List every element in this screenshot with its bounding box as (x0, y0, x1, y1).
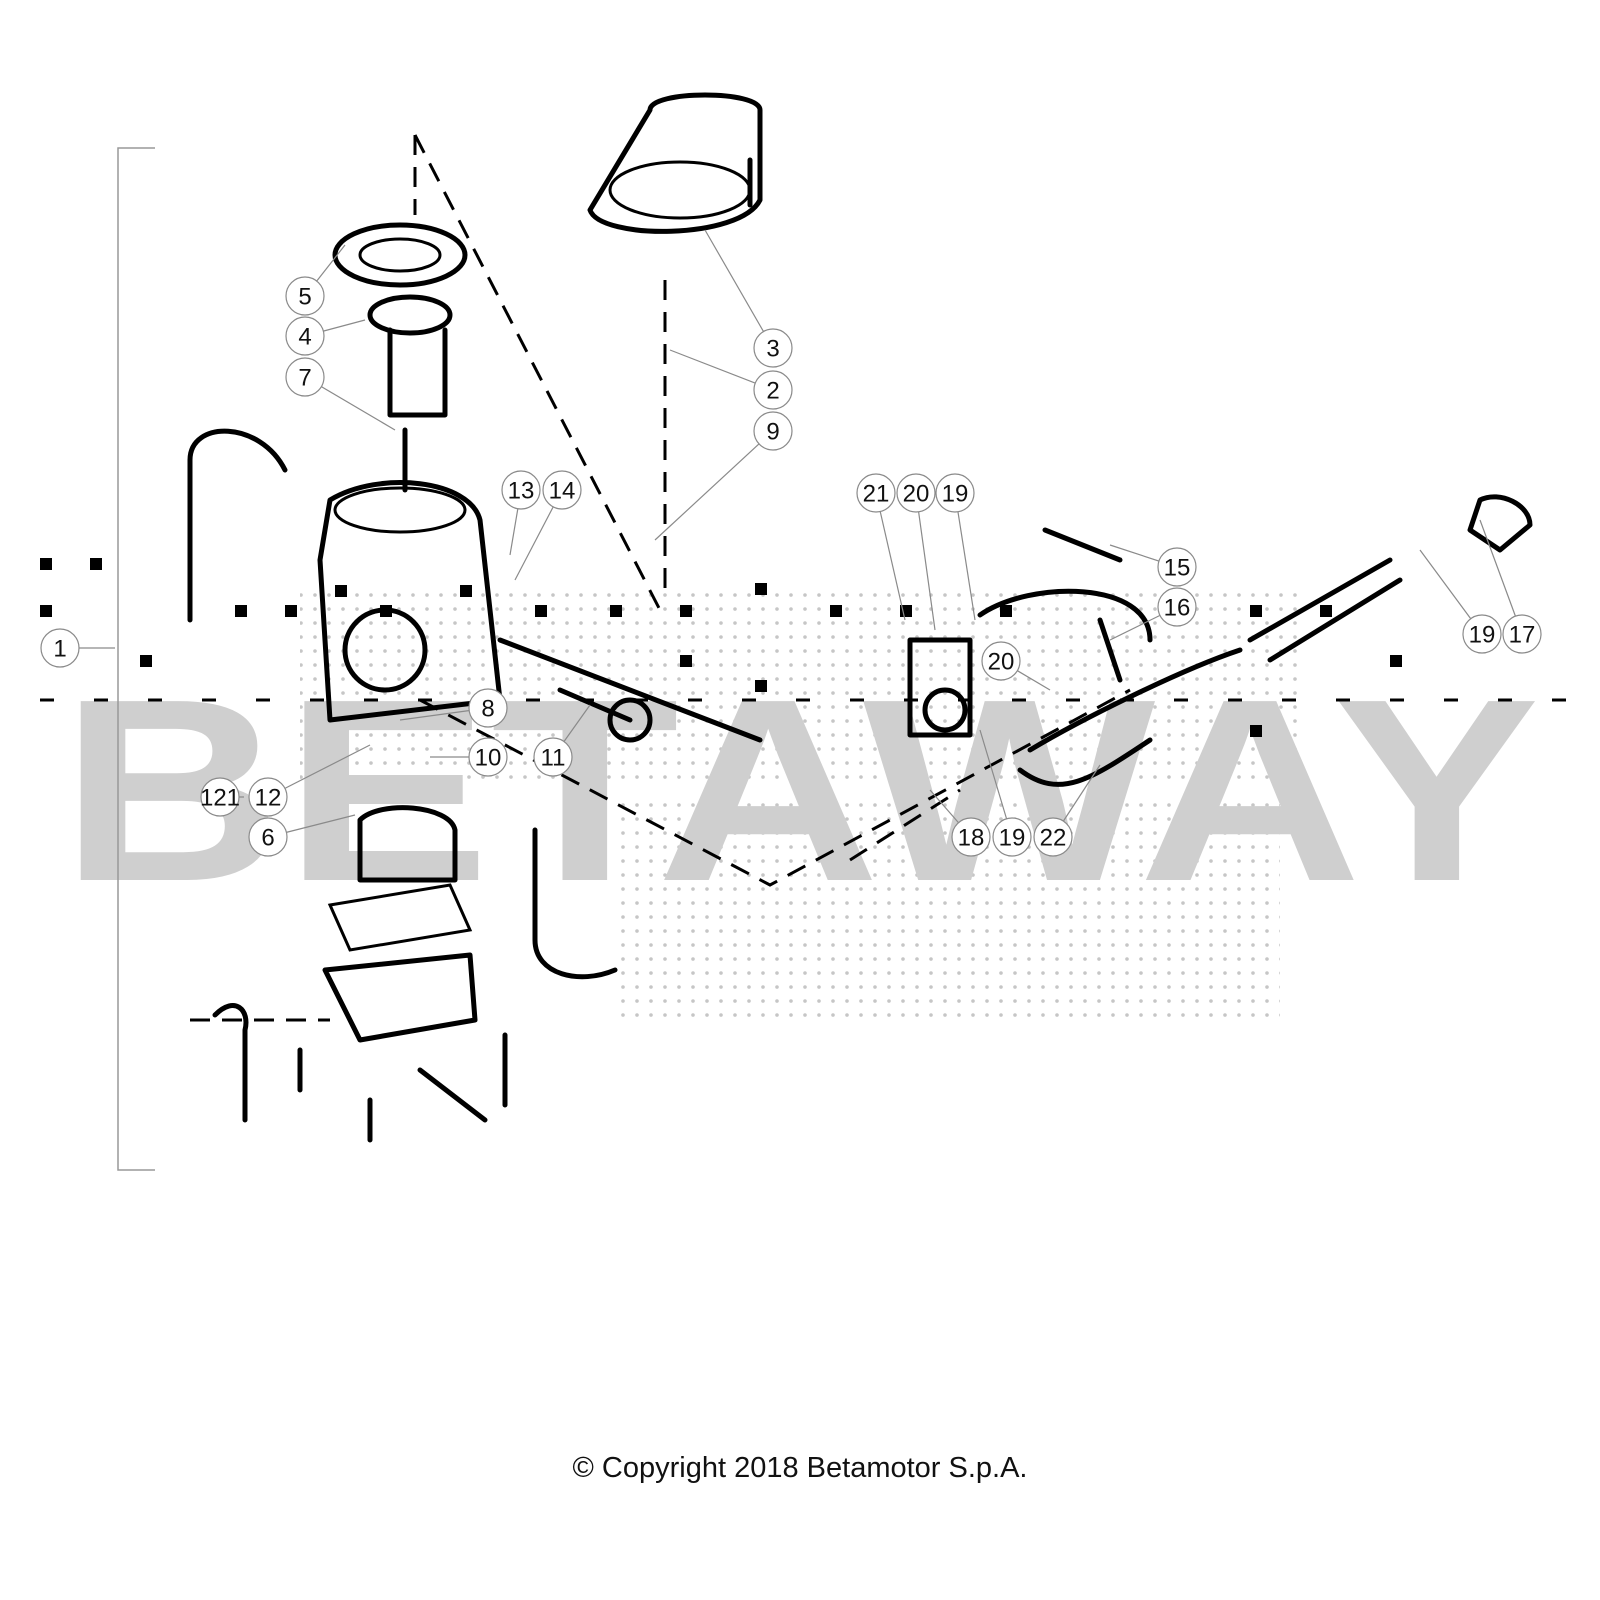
callout-label: 16 (1164, 595, 1191, 622)
callout-9[interactable]: 9 (654, 411, 793, 541)
assembly-bracket (117, 147, 155, 1171)
leader-line (704, 229, 774, 349)
callout-12[interactable]: 12 (248, 744, 371, 817)
callout-14[interactable]: 14 (514, 470, 582, 581)
callout-circle (285, 276, 325, 316)
callout-label: 20 (903, 481, 930, 508)
callout-21[interactable]: 21 (856, 473, 906, 621)
callout-16[interactable]: 16 (1109, 587, 1197, 641)
callout-label: 12 (255, 785, 282, 812)
callout-121[interactable]: 121 (200, 777, 244, 817)
callout-label: 15 (1164, 555, 1191, 582)
callout-label: 5 (298, 284, 311, 311)
callout-label: 6 (261, 825, 274, 852)
watermark: BETAWAY (40, 558, 1580, 1020)
callout-circle (542, 470, 582, 510)
callout-3[interactable]: 3 (704, 229, 793, 368)
callout-circle (468, 688, 508, 728)
callout-label: 20 (988, 649, 1015, 676)
callout-19[interactable]: 19 (935, 473, 976, 621)
callout-label: 22 (1040, 825, 1067, 852)
callout-label: 19 (942, 481, 969, 508)
callout-circle (200, 777, 240, 817)
callout-5[interactable]: 5 (285, 244, 346, 316)
callout-18[interactable]: 18 (929, 789, 991, 857)
callout-circle (501, 470, 541, 510)
callout-circle (951, 817, 991, 857)
leader-line (954, 492, 976, 621)
callout-circle (285, 357, 325, 397)
callout-label: 10 (475, 745, 502, 772)
callout-label: 19 (999, 825, 1026, 852)
callout-label: 121 (200, 785, 240, 812)
callout-label: 2 (766, 378, 779, 405)
callout-label: 14 (549, 478, 576, 505)
callout-10[interactable]: 10 (430, 737, 508, 777)
callout-circle (40, 628, 80, 668)
callout-6[interactable]: 6 (248, 814, 356, 857)
callout-13[interactable]: 13 (501, 470, 541, 556)
callout-7[interactable]: 7 (285, 357, 396, 431)
callout-17[interactable]: 17 (1479, 519, 1542, 654)
leader-line (1479, 519, 1523, 635)
callout-circle (248, 777, 288, 817)
callout-circle (468, 737, 508, 777)
callout-circle (248, 817, 288, 857)
callout-circle (753, 328, 793, 368)
callout-11[interactable]: 11 (533, 704, 591, 777)
callout-label: 4 (298, 324, 311, 351)
watermark-text: BETAWAY (60, 646, 1540, 936)
callout-20[interactable]: 20 (896, 473, 936, 631)
callout-circle (533, 737, 573, 777)
callout-19[interactable]: 19 (979, 729, 1032, 857)
leader-line (875, 492, 906, 621)
callout-circle (896, 473, 936, 513)
callout-circle (285, 316, 325, 356)
callout-22[interactable]: 22 (1033, 764, 1101, 857)
callout-label: 19 (1469, 622, 1496, 649)
callout-label: 1 (53, 636, 66, 663)
callout-label: 7 (298, 365, 311, 392)
callout-8[interactable]: 8 (399, 688, 508, 728)
callout-circle (1502, 614, 1542, 654)
callout-circle (1157, 587, 1197, 627)
callout-label: 8 (481, 696, 494, 723)
callout-label: 21 (863, 481, 890, 508)
callout-circle (935, 473, 975, 513)
callout-circle (1033, 817, 1073, 857)
callout-label: 18 (958, 825, 985, 852)
callout-4[interactable]: 4 (285, 316, 366, 356)
callout-circle (856, 473, 896, 513)
callout-circle (753, 411, 793, 451)
callout-15[interactable]: 15 (1109, 544, 1197, 587)
callout-circle (1157, 547, 1197, 587)
callout-label: 11 (541, 745, 566, 772)
callout-20[interactable]: 20 (981, 641, 1051, 691)
callout-label: 13 (508, 478, 535, 505)
leader-line (654, 430, 774, 541)
callout-circle (1462, 614, 1502, 654)
callout-circle (992, 817, 1032, 857)
callout-circle (981, 641, 1021, 681)
callout-circle (753, 370, 793, 410)
copyright-text: © Copyright 2018 Betamotor S.p.A. (572, 1452, 1028, 1484)
callout-19[interactable]: 19 (1419, 549, 1502, 654)
callout-label: 17 (1509, 622, 1536, 649)
callout-2[interactable]: 2 (669, 349, 793, 410)
callout-label: 9 (766, 419, 779, 446)
leader-line (915, 492, 936, 631)
callout-1[interactable]: 1 (40, 628, 115, 668)
callout-label: 3 (766, 336, 779, 363)
